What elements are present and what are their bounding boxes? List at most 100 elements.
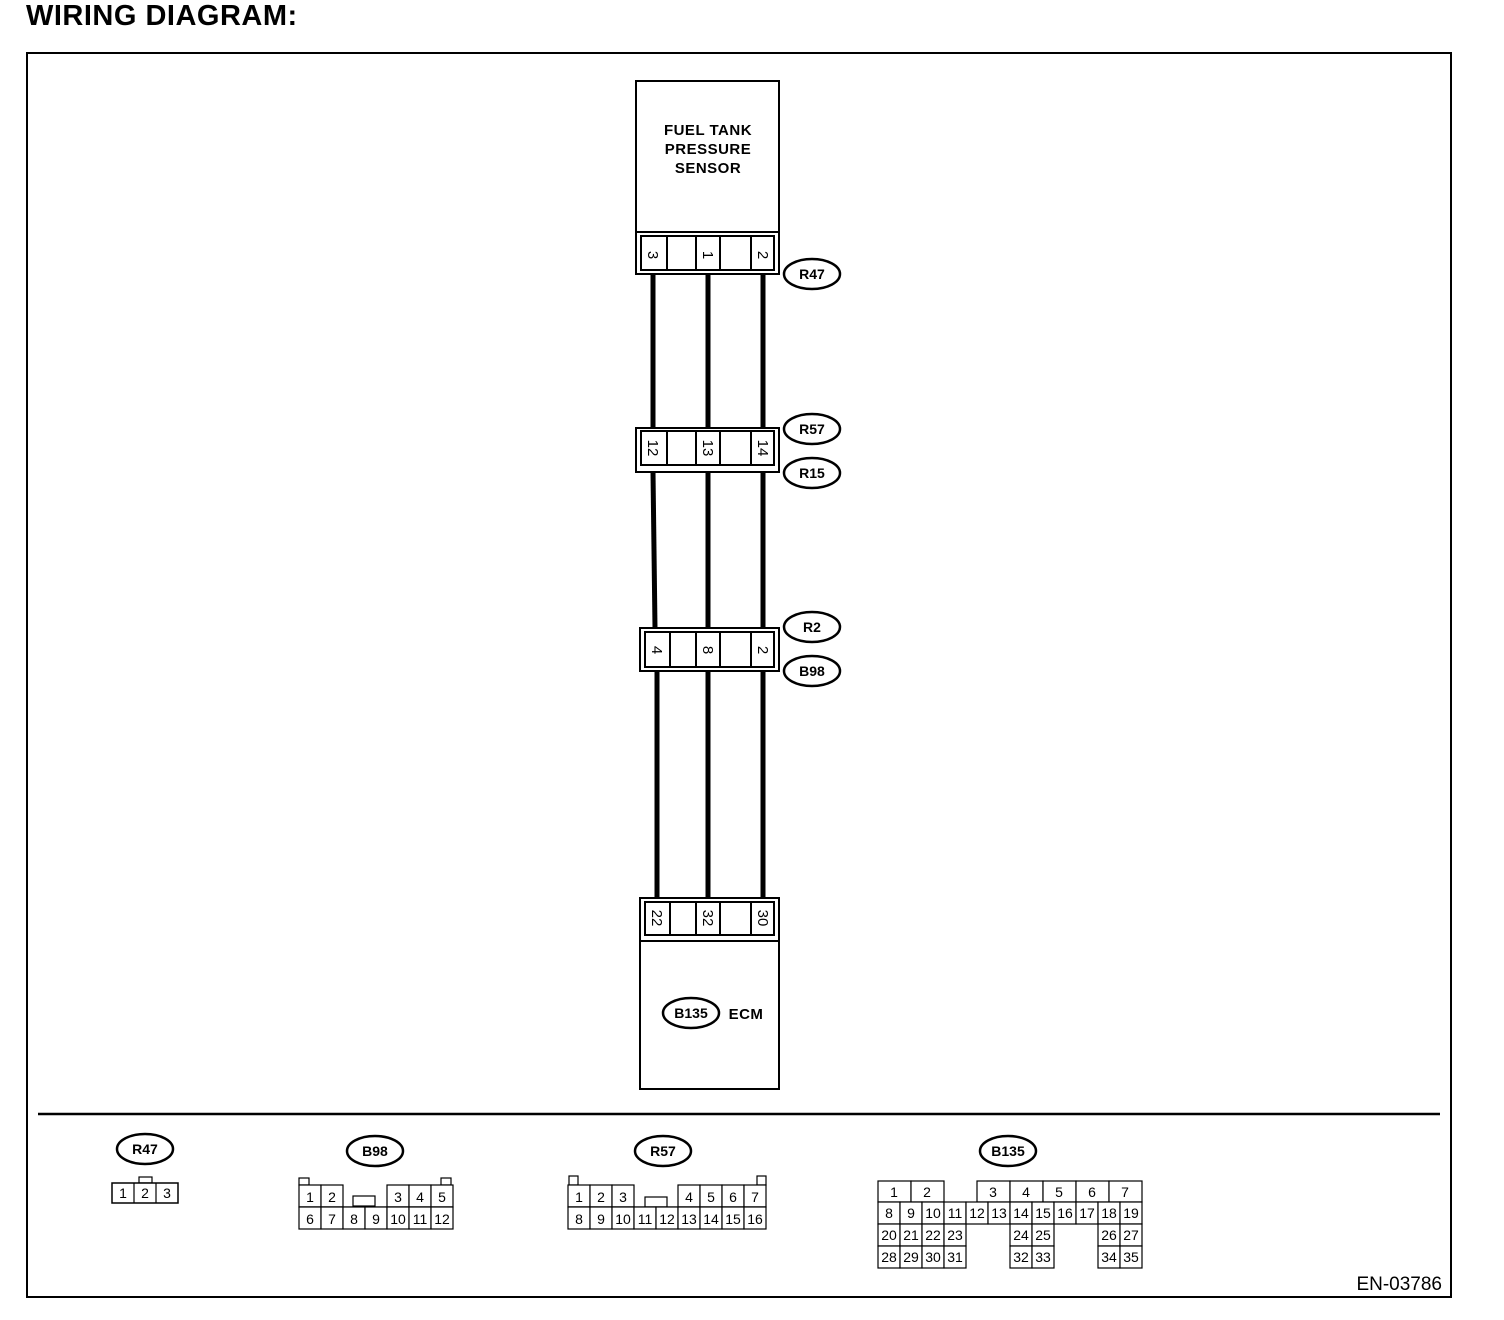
sensor-name-line3: SENSOR	[675, 160, 741, 177]
r57-cell: 12	[659, 1211, 675, 1227]
b135-cell: 33	[1035, 1249, 1051, 1265]
r57-cell: 4	[685, 1189, 693, 1205]
sensor-connector: 3 1 2	[635, 231, 780, 275]
b135-cell: 18	[1101, 1205, 1117, 1221]
connector-view-b135: B135	[877, 1134, 1143, 1269]
diagram-frame	[26, 52, 1452, 1298]
r57-cell: 9	[597, 1211, 605, 1227]
connector-view-b98-label: B98	[362, 1143, 388, 1159]
r57-cell: 10	[615, 1211, 631, 1227]
ecm-label: ECM	[729, 1006, 764, 1023]
junction1-pin-1: 12	[644, 440, 661, 457]
ecm-pin-2: 32	[699, 910, 716, 927]
svg-text:R2: R2	[803, 619, 821, 635]
b135-cell: 23	[947, 1227, 963, 1243]
sensor-name-line1: FUEL TANK	[664, 122, 752, 139]
b135-cell: 8	[885, 1205, 893, 1221]
figure-code: EN-03786	[1356, 1274, 1442, 1295]
r57-cell: 2	[597, 1189, 605, 1205]
b135-cell: 26	[1101, 1227, 1117, 1243]
b98-cell: 12	[434, 1211, 450, 1227]
b98-cell: 7	[328, 1211, 336, 1227]
b135-cell: 31	[947, 1249, 963, 1265]
sensor-pin-3: 2	[754, 251, 771, 259]
junction-connector-r2-b98: 4 8 2	[639, 627, 780, 672]
b135-cell: 29	[903, 1249, 919, 1265]
ecm-pin-3: 30	[754, 910, 771, 927]
connector-tag-r57: R57	[782, 412, 842, 446]
b135-cell: 32	[1013, 1249, 1029, 1265]
b98-cell: 4	[416, 1189, 424, 1205]
b135-cell: 24	[1013, 1227, 1029, 1243]
connector-view-r57-label: R57	[650, 1143, 676, 1159]
r57-cell: 1	[575, 1189, 583, 1205]
b135-cell: 19	[1123, 1205, 1139, 1221]
b135-cell: 22	[925, 1227, 941, 1243]
b135-cell: 28	[881, 1249, 897, 1265]
svg-text:R47: R47	[799, 266, 825, 282]
svg-text:B98: B98	[799, 663, 825, 679]
b135-cell: 4	[1022, 1184, 1030, 1200]
b135-cell: 20	[881, 1227, 897, 1243]
b135-cell: 30	[925, 1249, 941, 1265]
connector-tag-r2: R2	[782, 610, 842, 644]
r57-cell: 3	[619, 1189, 627, 1205]
connector-view-b135-label: B135	[991, 1143, 1025, 1159]
connector-view-r47: R47 1 2 3	[111, 1132, 179, 1204]
b98-cell: 8	[350, 1211, 358, 1227]
connector-view-r47-label: R47	[132, 1141, 158, 1157]
junction1-pin-2: 13	[699, 440, 716, 457]
sensor-pin-1: 3	[644, 251, 661, 259]
junction2-pin-1: 4	[648, 646, 665, 654]
connector-view-r57: R57 1 2 3 4 5 6 7	[567, 1134, 767, 1230]
ecm-connector-label: B135	[674, 1005, 708, 1021]
r57-cell: 11	[638, 1211, 653, 1227]
connector-tag-b98: B98	[782, 654, 842, 688]
fuel-tank-pressure-sensor: FUEL TANK PRESSURE SENSOR	[635, 80, 780, 233]
b98-cell: 6	[306, 1211, 314, 1227]
b135-cell: 7	[1121, 1184, 1129, 1200]
b98-cell: 10	[390, 1211, 406, 1227]
r57-cell: 5	[707, 1189, 715, 1205]
b135-cell: 1	[890, 1184, 898, 1200]
b135-cell: 34	[1101, 1249, 1117, 1265]
b135-cell: 12	[969, 1205, 985, 1221]
b98-cell: 9	[372, 1211, 380, 1227]
b98-cell: 5	[438, 1189, 446, 1205]
b135-cell: 9	[907, 1205, 915, 1221]
wires	[650, 274, 766, 898]
b135-cell: 5	[1055, 1184, 1063, 1200]
r47-cell: 1	[119, 1185, 127, 1201]
connector-view-b98: B98 1 2 3 4 5 6 7 8 9 10 11	[298, 1134, 454, 1230]
b135-cell: 21	[903, 1227, 919, 1243]
b135-cell: 13	[991, 1205, 1007, 1221]
b135-cell: 25	[1035, 1227, 1051, 1243]
b98-cell: 11	[413, 1211, 428, 1227]
b98-cell: 3	[394, 1189, 402, 1205]
r57-cell: 8	[575, 1211, 583, 1227]
ecm-box: B135 ECM	[639, 940, 780, 1090]
b135-cell: 35	[1123, 1249, 1139, 1265]
b135-cell: 17	[1079, 1205, 1095, 1221]
svg-text:R15: R15	[799, 465, 825, 481]
page-title: WIRING DIAGRAM:	[26, 0, 298, 32]
junction2-pin-3: 2	[754, 646, 771, 654]
b135-cell: 6	[1088, 1184, 1096, 1200]
sensor-pin-2: 1	[699, 251, 716, 259]
junction1-pin-3: 14	[754, 440, 771, 457]
b98-cell: 1	[306, 1189, 314, 1205]
r57-cell: 6	[729, 1189, 737, 1205]
connector-tag-b135	[661, 996, 721, 1030]
ecm-connector: 22 32 30	[639, 897, 780, 942]
connector-tag-r47: R47	[782, 257, 842, 291]
b135-cell: 11	[948, 1205, 963, 1221]
b135-cell: 16	[1057, 1205, 1073, 1221]
r57-cell: 13	[681, 1211, 697, 1227]
b135-cell: 3	[989, 1184, 997, 1200]
r47-cell: 3	[163, 1185, 171, 1201]
r57-cell: 16	[747, 1211, 763, 1227]
junction-connector-r57-r15: 12 13 14	[635, 427, 780, 473]
r47-cell: 2	[141, 1185, 149, 1201]
wire-a-seg2	[650, 471, 658, 629]
